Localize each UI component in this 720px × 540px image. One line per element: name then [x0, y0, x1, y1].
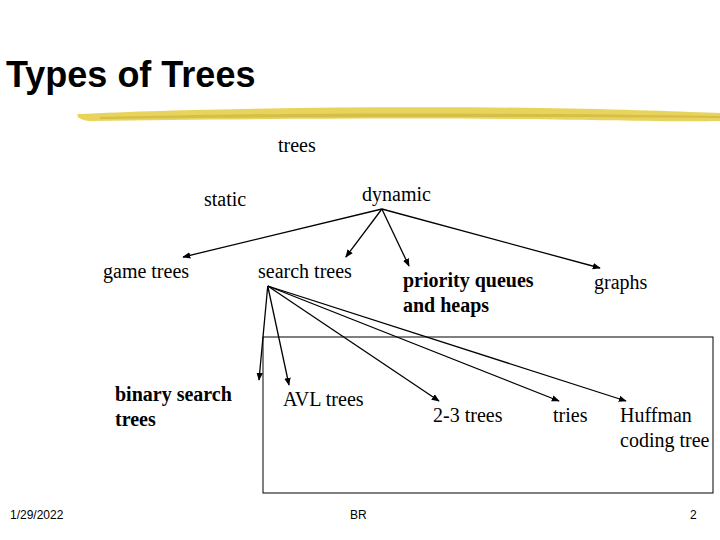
tree-type-node: tries	[551, 401, 589, 430]
tree-type-node: search trees	[256, 257, 354, 286]
tree-connector	[346, 209, 382, 257]
tree-type-node: 2-3 trees	[431, 401, 504, 430]
tree-connector	[259, 286, 268, 380]
footer-label: 2	[690, 508, 697, 522]
node-label: 2-3 trees	[433, 403, 502, 428]
node-label: tries	[553, 403, 587, 428]
title-underline-stroke	[100, 113, 720, 119]
tree-type-node: AVL trees	[281, 385, 366, 414]
title-underline-stroke	[78, 107, 720, 121]
tree-type-node: priority queues and heaps	[401, 266, 570, 320]
tree-connector	[268, 286, 289, 385]
tree-type-node: static	[202, 185, 248, 214]
tree-type-node: Huffman coding tree	[618, 401, 714, 455]
tree-type-node: dynamic	[360, 180, 433, 209]
slide-title: Types of Trees	[6, 54, 255, 96]
node-label: dynamic	[362, 182, 431, 207]
node-label: game trees	[103, 259, 189, 284]
tree-type-node: trees	[276, 131, 318, 160]
tree-type-node: graphs	[592, 268, 649, 297]
node-label: AVL trees	[283, 387, 364, 412]
tree-type-node: binary search trees	[113, 380, 267, 434]
group-frame	[263, 337, 713, 493]
node-label: trees	[278, 133, 316, 158]
tree-connector	[382, 209, 600, 268]
node-label: binary search trees	[115, 382, 265, 432]
node-label: priority queues and heaps	[403, 268, 568, 318]
footer-label: 1/29/2022	[10, 508, 63, 522]
node-label: Huffman coding tree	[620, 403, 712, 453]
node-label: graphs	[594, 270, 647, 295]
tree-type-node: game trees	[101, 257, 191, 286]
node-label: static	[204, 187, 246, 212]
node-label: search trees	[258, 259, 352, 284]
tree-connector	[382, 209, 409, 266]
footer-label: BR	[350, 508, 367, 522]
tree-connector	[183, 209, 382, 257]
